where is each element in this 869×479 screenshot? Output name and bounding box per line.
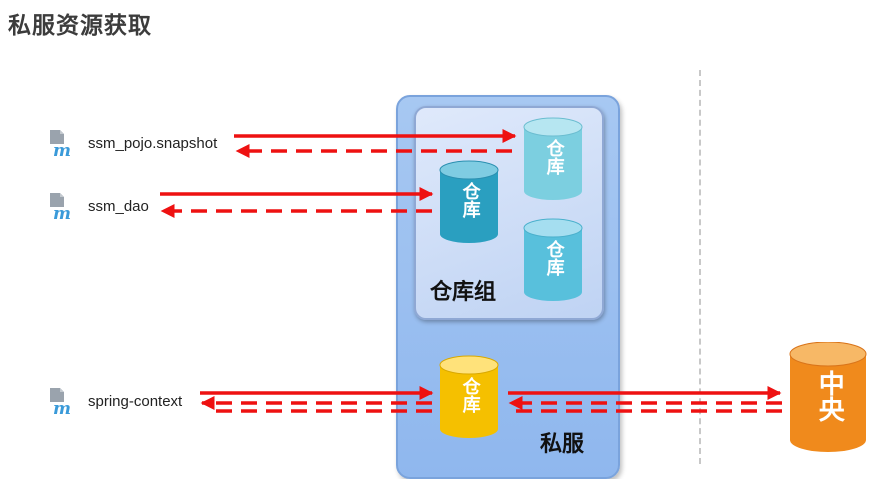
- module-row-ssm-dao: m ssm_dao: [48, 191, 149, 221]
- svg-text:m: m: [53, 204, 71, 221]
- module-row-ssm-pojo-snapshot: m ssm_pojo.snapshot: [48, 128, 217, 158]
- repository-cylinder-third-party: 仓库: [523, 218, 583, 304]
- cylinder-shape: [523, 218, 583, 301]
- svg-text:m: m: [53, 141, 71, 158]
- network-divider: [699, 70, 701, 464]
- page-title: 私服资源获取: [8, 13, 152, 39]
- module-label: spring-context: [88, 392, 183, 410]
- maven-module-icon: m: [50, 193, 71, 221]
- cylinder-shape: [439, 160, 499, 243]
- repository-group-label: 仓库组: [430, 280, 497, 305]
- module-label: ssm_pojo.snapshot: [88, 134, 218, 152]
- request-response-arrows: [160, 129, 782, 413]
- cylinder-shape: [523, 117, 583, 200]
- repository-label: 仓库: [459, 377, 481, 413]
- repository-label: 仓库: [543, 240, 565, 276]
- cylinder-shape: [789, 341, 867, 452]
- repository-label: 仓库: [543, 139, 565, 175]
- maven-module-icon: m: [50, 388, 71, 416]
- central-repository-label: 中央: [814, 370, 845, 422]
- module-label: ssm_dao: [88, 197, 149, 215]
- cylinder-shape: [439, 355, 499, 438]
- repository-cylinder-proxy: 仓库: [439, 355, 499, 441]
- repository-label: 仓库: [459, 182, 481, 218]
- private-server-label: 私服: [540, 432, 585, 457]
- repository-cylinder-snapshot: 仓库: [523, 117, 583, 203]
- maven-module-icon: m: [50, 130, 71, 158]
- central-repository-cylinder: 中央: [789, 341, 867, 454]
- module-row-spring-context: m spring-context: [48, 386, 182, 416]
- svg-text:m: m: [53, 399, 71, 416]
- repository-cylinder-release: 仓库: [439, 160, 499, 246]
